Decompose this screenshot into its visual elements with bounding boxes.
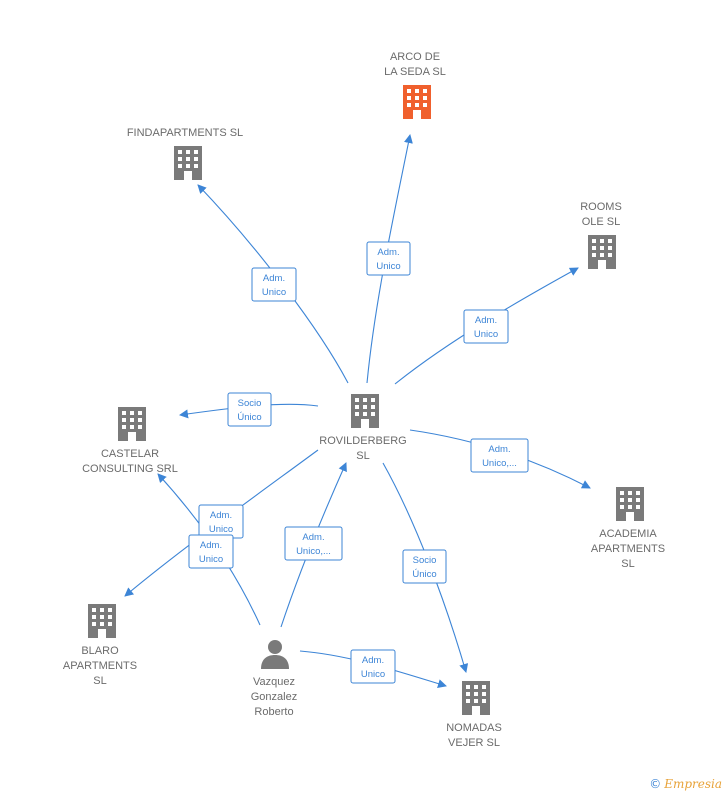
edge-label-rov-academia[interactable]: Adm. Unico,... <box>470 438 529 473</box>
edge-label-rov-find[interactable]: Adm. Unico <box>251 267 297 302</box>
svg-text:Unico: Unico <box>199 554 223 565</box>
building-icon <box>88 604 116 638</box>
svg-text:Gonzalez: Gonzalez <box>251 691 297 703</box>
svg-text:NOMADAS: NOMADAS <box>446 722 502 734</box>
svg-text:Adm.: Adm. <box>475 315 497 326</box>
svg-text:OLE SL: OLE SL <box>582 216 621 228</box>
nodes: ARCO DE LA SEDA SL FINDAPARTMENTS SL ROO… <box>63 51 665 749</box>
svg-text:Unico,...: Unico,... <box>482 458 517 469</box>
node-findapartments[interactable]: FINDAPARTMENTS SL <box>127 127 243 180</box>
footer-brand: ©Empresia <box>649 777 722 791</box>
svg-text:SL: SL <box>93 675 106 687</box>
svg-text:APARTMENTS: APARTMENTS <box>591 543 665 555</box>
svg-text:Único: Único <box>412 569 436 580</box>
edge-labels: Adm. Unico Adm. Unico Adm. Unico Socio Ú… <box>188 241 529 684</box>
svg-text:APARTMENTS: APARTMENTS <box>63 660 137 672</box>
svg-text:Socio: Socio <box>238 398 262 409</box>
svg-text:ROVILDERBERG: ROVILDERBERG <box>319 435 406 447</box>
building-icon <box>616 487 644 521</box>
node-nomadas-vejer[interactable]: NOMADAS VEJER SL <box>446 681 502 749</box>
svg-text:Unico: Unico <box>474 329 498 340</box>
node-arco-de-la-seda[interactable]: ARCO DE LA SEDA SL <box>384 51 446 119</box>
svg-text:Adm.: Adm. <box>488 444 510 455</box>
building-icon <box>351 394 379 428</box>
edge-label-vaz-castelar[interactable]: Adm. Unico <box>188 534 234 569</box>
svg-text:SL: SL <box>621 558 634 570</box>
svg-text:SL: SL <box>356 450 369 462</box>
svg-text:VEJER SL: VEJER SL <box>448 737 500 749</box>
svg-text:ROOMS: ROOMS <box>580 201 622 213</box>
svg-text:ARCO DE: ARCO DE <box>390 51 440 63</box>
svg-text:Unico,...: Unico,... <box>296 546 331 557</box>
edge-label-rov-castelar[interactable]: Socio Único <box>227 392 272 427</box>
svg-text:Adm.: Adm. <box>263 273 285 284</box>
node-rooms-ole[interactable]: ROOMS OLE SL <box>580 201 622 269</box>
svg-text:LA SEDA SL: LA SEDA SL <box>384 66 446 78</box>
node-blaro-apartments[interactable]: BLARO APARTMENTS SL <box>63 604 137 687</box>
svg-text:Unico: Unico <box>361 669 385 680</box>
svg-text:Adm.: Adm. <box>302 532 324 543</box>
svg-text:Adm.: Adm. <box>362 655 384 666</box>
building-icon <box>174 146 202 180</box>
node-academia-apartments[interactable]: ACADEMIA APARTMENTS SL <box>591 487 665 570</box>
svg-text:Adm.: Adm. <box>200 540 222 551</box>
svg-text:Socio: Socio <box>413 555 437 566</box>
building-icon <box>462 681 490 715</box>
svg-text:ACADEMIA: ACADEMIA <box>599 528 657 540</box>
svg-text:CASTELAR: CASTELAR <box>101 448 159 460</box>
person-icon <box>261 640 289 669</box>
svg-text:Unico: Unico <box>376 261 400 272</box>
edge-label-rov-nomadas[interactable]: Socio Único <box>402 549 447 584</box>
node-vazquez-gonzalez-roberto[interactable]: Vazquez Gonzalez Roberto <box>251 640 297 718</box>
node-rovilderberg[interactable]: ROVILDERBERG SL <box>319 394 407 462</box>
edge-label-rov-blaro[interactable]: Adm. Unico <box>198 504 244 539</box>
svg-text:FINDAPARTMENTS SL: FINDAPARTMENTS SL <box>127 127 243 139</box>
svg-text:CONSULTING SRL: CONSULTING SRL <box>82 463 178 475</box>
building-icon <box>118 407 146 441</box>
svg-text:Unico: Unico <box>262 287 286 298</box>
building-icon <box>403 85 431 119</box>
edge-label-vaz-nomadas[interactable]: Adm. Unico <box>350 649 396 684</box>
edge-label-rov-arco[interactable]: Adm. Unico <box>366 241 411 276</box>
svg-text:Único: Único <box>237 412 261 423</box>
copyright-icon: © <box>649 777 662 791</box>
edge-label-rov-rooms[interactable]: Adm. Unico <box>463 309 509 344</box>
svg-text:Adm.: Adm. <box>210 510 232 521</box>
svg-text:BLARO: BLARO <box>81 645 119 657</box>
edge-label-vaz-rov[interactable]: Adm. Unico,... <box>284 526 343 561</box>
brand-logo: Empresia <box>664 777 722 791</box>
svg-text:Roberto: Roberto <box>254 706 293 718</box>
svg-text:Adm.: Adm. <box>377 247 399 258</box>
node-castelar-consulting[interactable]: CASTELAR CONSULTING SRL <box>82 407 178 475</box>
svg-text:Vazquez: Vazquez <box>253 676 295 688</box>
svg-text:Unico: Unico <box>209 524 233 535</box>
building-icon <box>588 235 616 269</box>
